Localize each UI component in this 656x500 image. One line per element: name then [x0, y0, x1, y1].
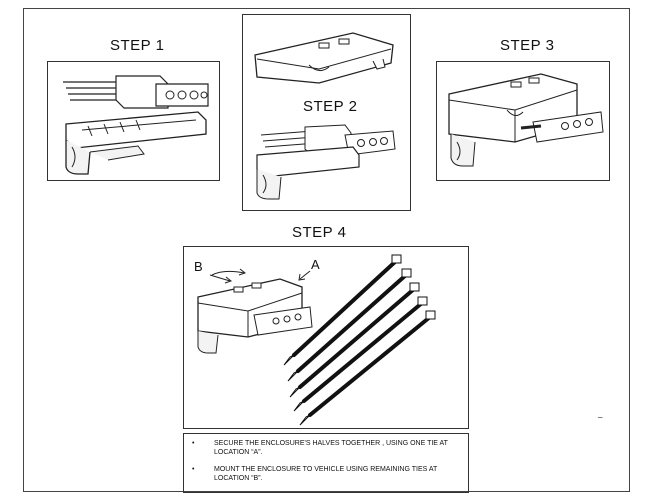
bullet-icon: •	[192, 440, 195, 447]
stray-mark: _	[598, 409, 603, 418]
location-a-label: A	[311, 257, 320, 272]
step2-panel	[242, 14, 411, 211]
location-b-label: B	[194, 259, 203, 274]
step2-title: STEP 2	[303, 98, 358, 115]
instruction-text: SECURE THE ENCLOSURE'S HALVES TOGETHER ,…	[214, 440, 448, 456]
step1-panel	[47, 61, 220, 181]
step4-panel	[183, 246, 469, 429]
instructions-box: • SECURE THE ENCLOSURE'S HALVES TOGETHER…	[183, 433, 469, 493]
instruction-text: MOUNT THE ENCLOSURE TO VEHICLE USING REM…	[214, 466, 438, 482]
step3-title: STEP 3	[500, 37, 555, 54]
bullet-icon: •	[192, 466, 195, 473]
step2-illustration	[254, 32, 396, 200]
step4-title: STEP 4	[292, 224, 347, 241]
step3-illustration	[448, 73, 604, 167]
step3-panel	[436, 61, 610, 181]
diagram-frame	[23, 8, 630, 492]
step4-illustration	[197, 254, 436, 426]
step1-title: STEP 1	[110, 37, 165, 54]
step1-illustration	[63, 75, 209, 175]
